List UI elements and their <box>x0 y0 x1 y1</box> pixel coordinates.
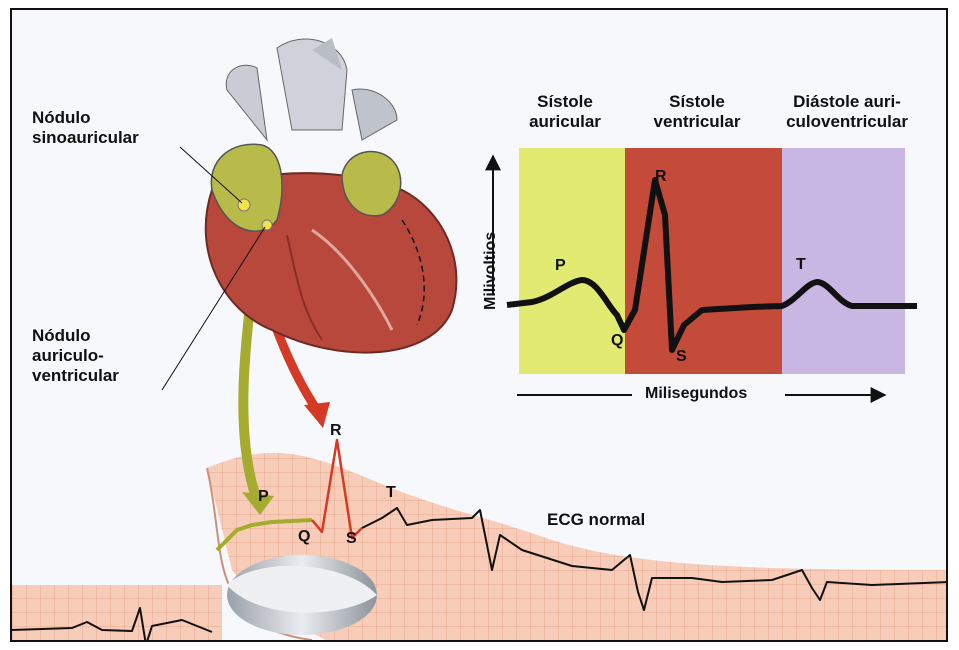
phase-wave-q: Q <box>611 332 623 350</box>
phase-wave-r: R <box>655 168 667 186</box>
strip-wave-r: R <box>330 422 342 440</box>
ventricular-systole-header: Sístole ventricular <box>637 92 757 132</box>
phase-wave-s: S <box>676 348 687 366</box>
phase-wave-t: T <box>796 256 806 274</box>
atrial-systole-band <box>519 148 625 374</box>
sa-node-label: Nódulo sinoauricular <box>32 108 139 148</box>
av-diastole-header: Diástole auri- culoventricular <box>777 92 917 132</box>
x-axis-label: Milisegundos <box>645 384 747 404</box>
strip-wave-p: P <box>258 488 269 506</box>
y-axis-label: Milivoltios <box>481 232 501 310</box>
phase-wave-p: P <box>555 257 566 275</box>
strip-wave-q: Q <box>298 528 310 546</box>
ecg-normal-label: ECG normal <box>547 510 645 530</box>
av-node-label: Nódulo auriculo- ventricular <box>32 326 119 386</box>
atrial-systole-header: Sístole auricular <box>505 92 625 132</box>
heart-illustration <box>206 38 457 353</box>
figure-frame: Nódulo sinoauricular Nódulo auriculo- ve… <box>10 8 948 642</box>
strip-wave-t: T <box>386 484 396 502</box>
ventricular-systole-band <box>625 148 782 374</box>
ecg-paper-strip <box>12 453 948 642</box>
strip-wave-s: S <box>346 530 357 548</box>
